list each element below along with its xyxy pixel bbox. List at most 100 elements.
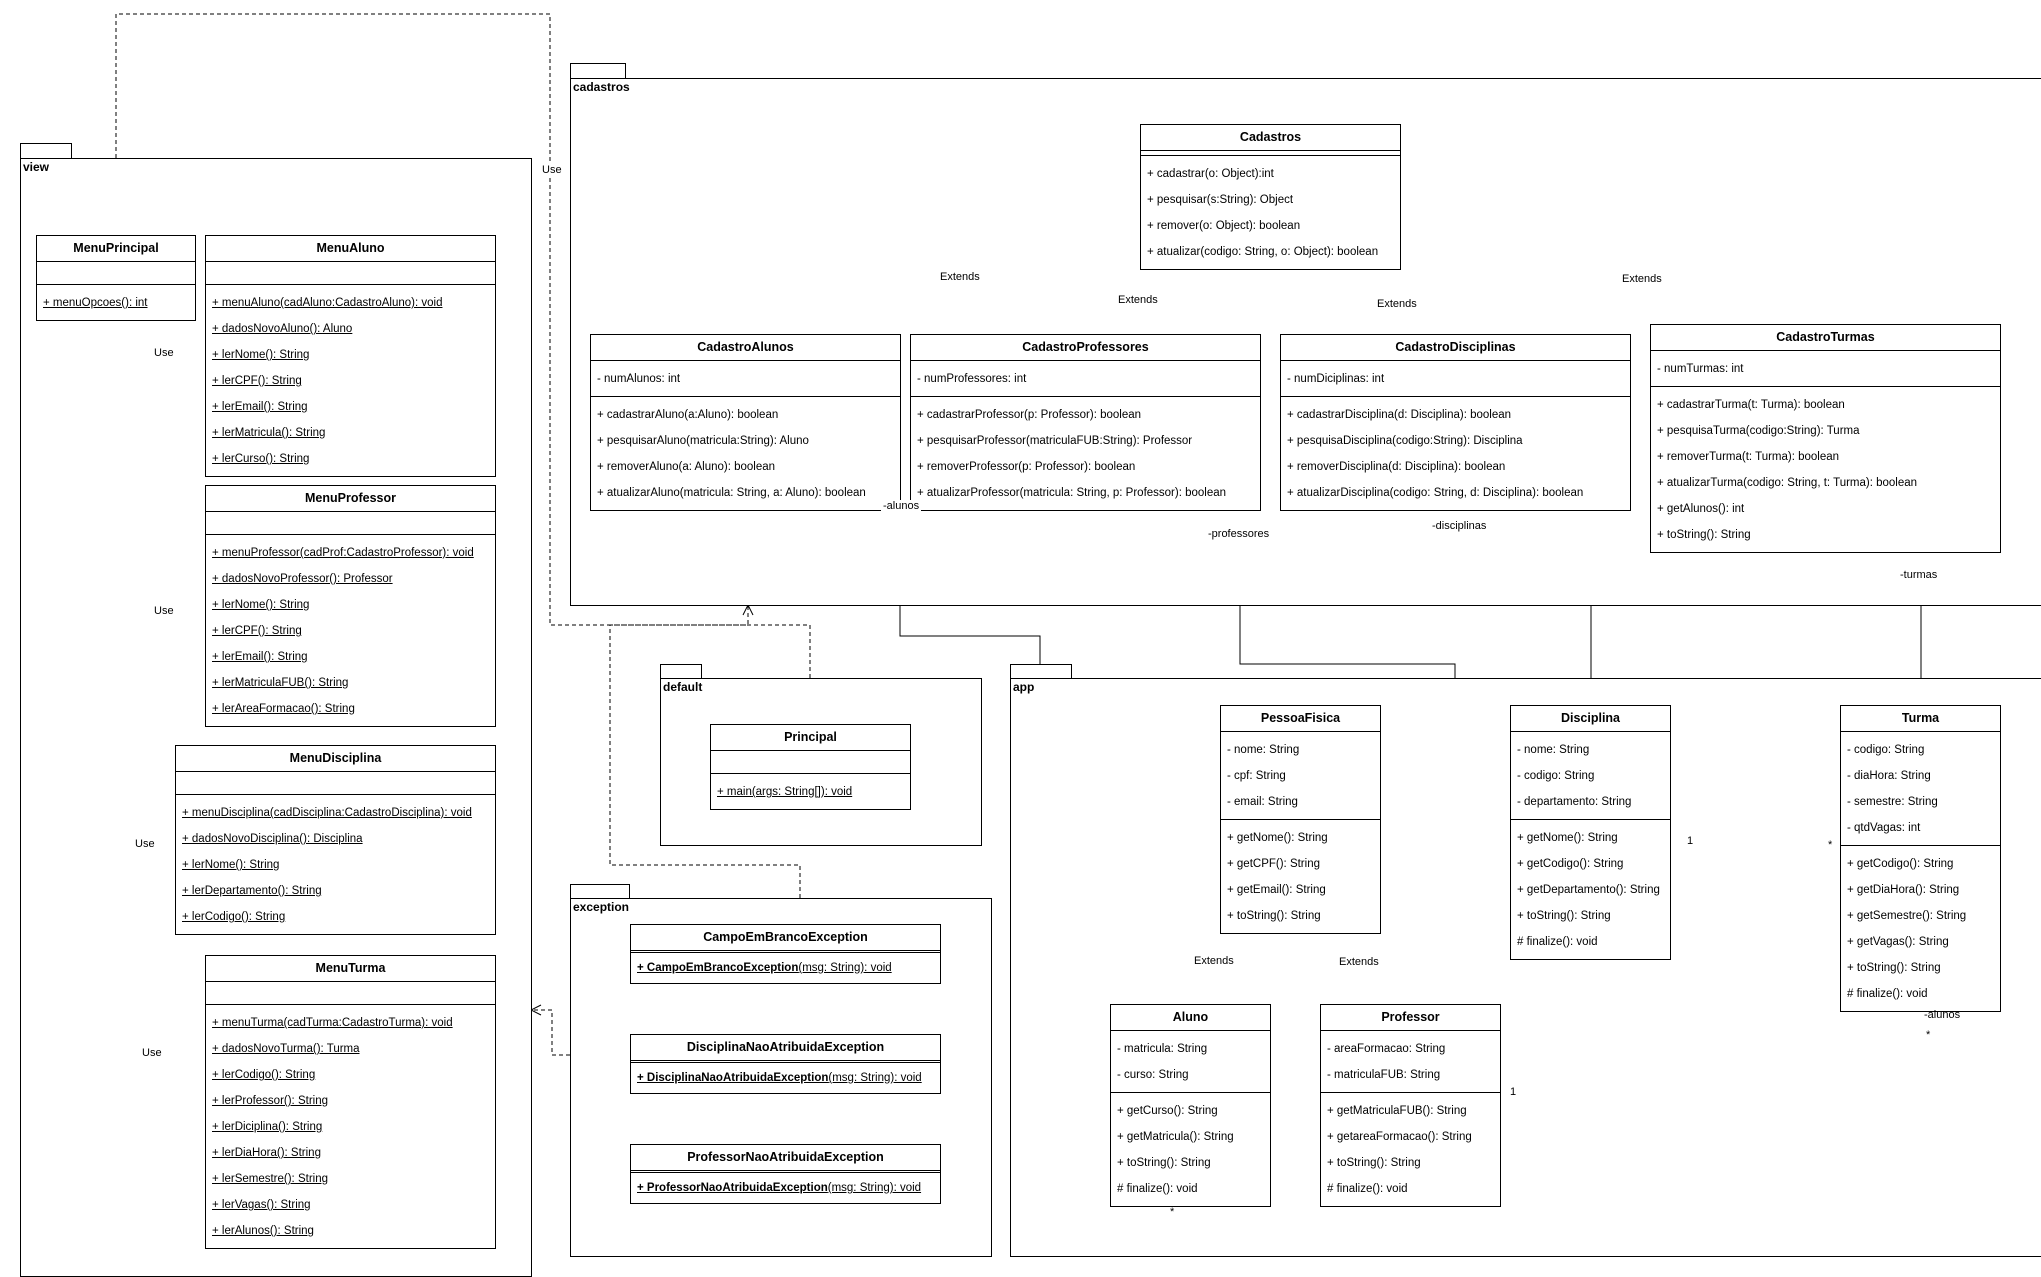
method: + pesquisar(s:String): Object bbox=[1147, 194, 1294, 206]
attributes-section: - numProfessores: int bbox=[911, 361, 1260, 397]
method-name: + CampoEmBrancoException bbox=[637, 962, 799, 974]
class-cadastro-professores[interactable]: CadastroProfessores - numProfessores: in… bbox=[910, 334, 1261, 511]
method: # finalize(): void bbox=[1117, 1183, 1198, 1195]
method: + CampoEmBrancoException(msg: String): v… bbox=[631, 955, 940, 981]
method: + lerNome(): String bbox=[182, 859, 280, 871]
method: + lerAlunos(): String bbox=[212, 1225, 314, 1237]
methods-section: + getCodigo(): String + getDiaHora(): St… bbox=[1841, 846, 2000, 1011]
methods-section: + menuTurma(cadTurma:CadastroTurma): voi… bbox=[206, 1005, 495, 1248]
method: + atualizarTurma(codigo: String, t: Turm… bbox=[1657, 477, 1918, 489]
package-label-cadastros: cadastros bbox=[573, 80, 630, 94]
class-menu-disciplina[interactable]: MenuDisciplina + menuDisciplina(cadDisci… bbox=[175, 745, 496, 935]
method-name: + DisciplinaNaoAtribuidaException bbox=[637, 1072, 829, 1084]
method: + toString(): String bbox=[1327, 1157, 1421, 1169]
methods-section: + getNome(): String + getCPF(): String +… bbox=[1221, 820, 1380, 933]
extends-label: Extends bbox=[1192, 955, 1236, 967]
attribute: - codigo: String bbox=[1847, 744, 1925, 756]
attribute: - numDiciplinas: int bbox=[1287, 373, 1385, 385]
class-name: CadastroDisciplinas bbox=[1281, 335, 1630, 361]
method: + menuAluno(cadAluno:CadastroAluno): voi… bbox=[212, 297, 443, 309]
method: + lerDiaHora(): String bbox=[212, 1147, 321, 1159]
attributes-section: - numAlunos: int bbox=[591, 361, 900, 397]
class-disciplina-nao-atribuida-exception[interactable]: DisciplinaNaoAtribuidaException + Discip… bbox=[630, 1034, 941, 1094]
attribute: - matricula: String bbox=[1117, 1043, 1208, 1055]
attribute: - curso: String bbox=[1117, 1069, 1189, 1081]
class-disciplina[interactable]: Disciplina - nome: String - codigo: Stri… bbox=[1510, 705, 1671, 960]
attributes-section bbox=[206, 982, 495, 1005]
class-name: Cadastros bbox=[1141, 125, 1400, 151]
method: + dadosNovoProfessor(): Professor bbox=[212, 573, 393, 585]
class-menu-principal[interactable]: MenuPrincipal + menuOpcoes(): int bbox=[36, 235, 196, 321]
method: + getNome(): String bbox=[1227, 832, 1328, 844]
class-pessoa-fisica[interactable]: PessoaFisica - nome: String - cpf: Strin… bbox=[1220, 705, 1381, 934]
class-name: MenuPrincipal bbox=[37, 236, 195, 262]
method: + lerEmail(): String bbox=[212, 651, 308, 663]
class-name: CampoEmBrancoException bbox=[631, 925, 940, 953]
class-name: DisciplinaNaoAtribuidaException bbox=[631, 1035, 940, 1063]
method: + lerNome(): String bbox=[212, 349, 310, 361]
class-menu-professor[interactable]: MenuProfessor + menuProfessor(cadProf:Ca… bbox=[205, 485, 496, 727]
class-turma[interactable]: Turma - codigo: String - diaHora: String… bbox=[1840, 705, 2001, 1012]
method: + cadastrarProfessor(p: Professor): bool… bbox=[917, 409, 1142, 421]
class-cadastro-disciplinas[interactable]: CadastroDisciplinas - numDiciplinas: int… bbox=[1280, 334, 1631, 511]
method: + DisciplinaNaoAtribuidaException(msg: S… bbox=[631, 1065, 940, 1091]
method: + toString(): String bbox=[1657, 529, 1751, 541]
method: + lerNome(): String bbox=[212, 599, 310, 611]
attributes-section: - areaFormacao: String - matriculaFUB: S… bbox=[1321, 1031, 1500, 1093]
method: + lerVagas(): String bbox=[212, 1199, 311, 1211]
class-campo-em-branco-exception[interactable]: CampoEmBrancoException + CampoEmBrancoEx… bbox=[630, 924, 941, 984]
use-dependency-line bbox=[531, 1010, 570, 1056]
class-principal[interactable]: Principal + main(args: String[]): void bbox=[710, 724, 911, 810]
attribute: - matriculaFUB: String bbox=[1327, 1069, 1441, 1081]
use-dependency-line bbox=[609, 605, 801, 898]
method: + lerDiciplina(): String bbox=[212, 1121, 323, 1133]
method: + getSemestre(): String bbox=[1847, 910, 1967, 922]
class-cadastro-turmas[interactable]: CadastroTurmas - numTurmas: int + cadast… bbox=[1650, 324, 2001, 553]
method: + lerCodigo(): String bbox=[212, 1069, 316, 1081]
method: + main(args: String[]): void bbox=[717, 786, 853, 798]
method: + pesquisarAluno(matricula:String): Alun… bbox=[597, 435, 809, 447]
class-menu-turma[interactable]: MenuTurma + menuTurma(cadTurma:CadastroT… bbox=[205, 955, 496, 1249]
use-label: Use bbox=[152, 605, 176, 617]
attribute: - codigo: String bbox=[1517, 770, 1595, 782]
method-name: + ProfessorNaoAtribuidaException bbox=[637, 1182, 828, 1194]
attributes-section bbox=[37, 262, 195, 285]
class-cadastros[interactable]: Cadastros + cadastrar(o: Object):int + p… bbox=[1140, 124, 1401, 270]
role-alunos-label: -alunos bbox=[1924, 1009, 1961, 1021]
method: + removerTurma(t: Turma): boolean bbox=[1657, 451, 1840, 463]
class-professor-nao-atribuida-exception[interactable]: ProfessorNaoAtribuidaException + Profess… bbox=[630, 1144, 941, 1204]
method: # finalize(): void bbox=[1847, 988, 1928, 1000]
methods-section: + cadastrarProfessor(p: Professor): bool… bbox=[911, 397, 1260, 510]
class-aluno[interactable]: Aluno - matricula: String - curso: Strin… bbox=[1110, 1004, 1271, 1207]
attribute: - qtdVagas: int bbox=[1847, 822, 1921, 834]
method: + removerAluno(a: Aluno): boolean bbox=[597, 461, 776, 473]
method: + dadosNovoAluno(): Aluno bbox=[212, 323, 353, 335]
method-signature: (msg: String): void bbox=[828, 1072, 922, 1084]
method: + getDepartamento(): String bbox=[1517, 884, 1660, 896]
method: + getCurso(): String bbox=[1117, 1105, 1218, 1117]
methods-section: + menuProfessor(cadProf:CadastroProfesso… bbox=[206, 535, 495, 726]
method: + atualizar(codigo: String, o: Object): … bbox=[1147, 246, 1379, 258]
methods-section: + DisciplinaNaoAtribuidaException(msg: S… bbox=[631, 1063, 940, 1093]
attributes-section: - nome: String - codigo: String - depart… bbox=[1511, 732, 1670, 820]
extends-label: Extends bbox=[1337, 956, 1381, 968]
package-tab-view bbox=[20, 143, 72, 158]
method: + pesquisaTurma(codigo:String): Turma bbox=[1657, 425, 1860, 437]
extends-label: Extends bbox=[1375, 298, 1419, 310]
method: + getAlunos(): int bbox=[1657, 503, 1745, 515]
method: + getareaFormacao(): String bbox=[1327, 1131, 1472, 1143]
class-cadastro-alunos[interactable]: CadastroAlunos - numAlunos: int + cadast… bbox=[590, 334, 901, 511]
method: + pesquisaDisciplina(codigo:String): Dis… bbox=[1287, 435, 1523, 447]
class-menu-aluno[interactable]: MenuAluno + menuAluno(cadAluno:CadastroA… bbox=[205, 235, 496, 477]
method: + getCPF(): String bbox=[1227, 858, 1320, 870]
attributes-section: - nome: String - cpf: String - email: St… bbox=[1221, 732, 1380, 820]
attributes-section bbox=[711, 751, 910, 774]
class-name: Principal bbox=[711, 725, 910, 751]
method: + getCodigo(): String bbox=[1847, 858, 1954, 870]
use-label: Use bbox=[152, 347, 176, 359]
attributes-section: - numDiciplinas: int bbox=[1281, 361, 1630, 397]
class-name: CadastroAlunos bbox=[591, 335, 900, 361]
method: + getNome(): String bbox=[1517, 832, 1618, 844]
class-professor[interactable]: Professor - areaFormacao: String - matri… bbox=[1320, 1004, 1501, 1207]
method: + cadastrar(o: Object):int bbox=[1147, 168, 1274, 180]
